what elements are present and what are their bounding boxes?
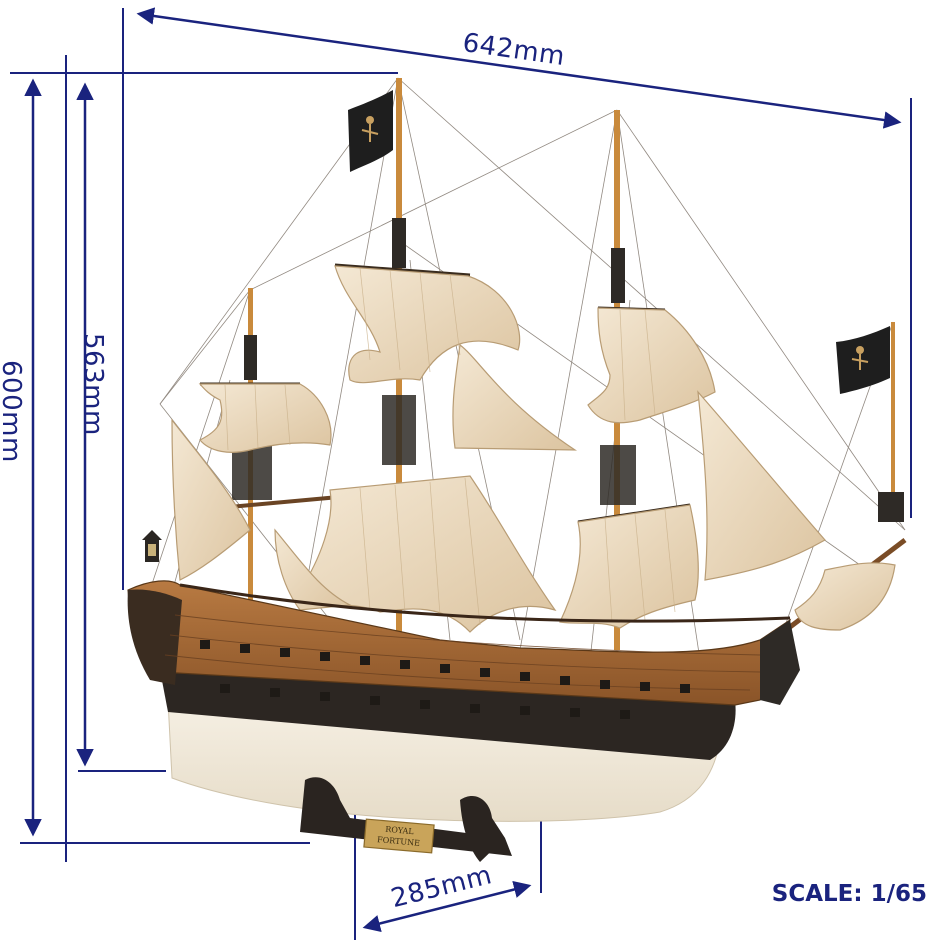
- length-arrow: [136, 7, 902, 129]
- spritsail: [794, 562, 896, 631]
- flags: [348, 90, 890, 394]
- bow-figurehead: [760, 620, 800, 705]
- mizzen-topsail: [198, 383, 332, 453]
- display-stand: ROYAL FORTUNE: [300, 777, 512, 862]
- nameplate-line1: ROYAL: [385, 825, 415, 836]
- fore-staysail: [697, 390, 826, 581]
- main-lower-staysail: [274, 528, 353, 611]
- pirate-flag-icon: [361, 116, 379, 142]
- ship-model: [127, 77, 907, 822]
- gun-ports: [200, 640, 690, 719]
- mizzen-lateen-sail: [171, 418, 251, 581]
- dimension-lines: [10, 7, 912, 940]
- sails: [171, 265, 896, 633]
- scale-label: SCALE: 1/65: [771, 881, 927, 907]
- pirate-flag-icon: [851, 346, 869, 370]
- stern-flag: [836, 326, 890, 394]
- nameplate-line2: FORTUNE: [377, 835, 421, 848]
- nameplate: [363, 818, 435, 854]
- height-hull-label: 563mm: [78, 333, 108, 436]
- stern-castle: [127, 589, 182, 685]
- fore-course: [559, 504, 699, 629]
- hull-waterline: [160, 670, 736, 760]
- lantern: [142, 530, 162, 562]
- width-arrow: [362, 880, 532, 933]
- main-staysail: [452, 343, 578, 451]
- fore-topsail: [587, 307, 716, 424]
- main-topsail: [334, 265, 521, 384]
- main-course: [299, 475, 557, 633]
- bowsprit-mast: [891, 322, 895, 522]
- height-total-label: 600mm: [0, 360, 26, 463]
